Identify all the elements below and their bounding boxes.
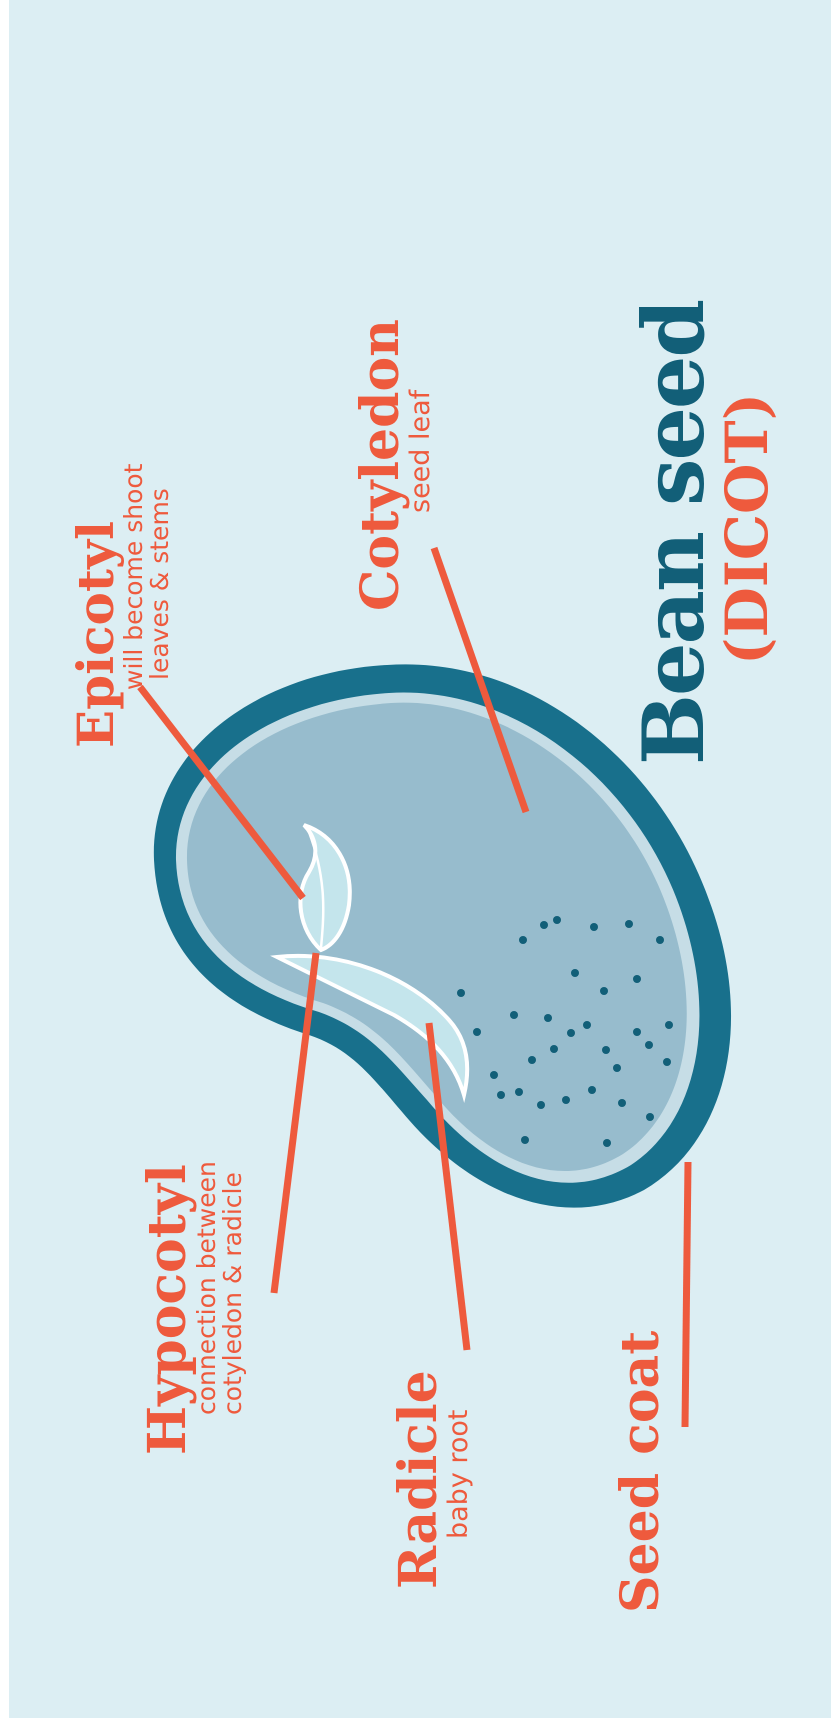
seed-coat-label: Seed coat <box>615 1303 681 1613</box>
radicle-name: Radicle <box>393 1370 445 1589</box>
cotyledon-description: seed leaf <box>407 390 435 611</box>
radicle-description: baby root <box>445 1409 473 1589</box>
epicotyl-desc-line-1: will become shoot <box>121 464 147 690</box>
epicotyl-name: Epicotyl <box>71 521 121 748</box>
hypocotyl-description: connection between cotyledon & radicle <box>194 1161 247 1455</box>
radicle-label: Radicle baby root <box>393 1339 489 1589</box>
cotyledon-label: Cotyledon seed leaf <box>355 271 451 611</box>
cotyledon-name: Cotyledon <box>355 319 407 611</box>
seed-coat-leader-line <box>685 1162 688 1427</box>
hypocotyl-desc-line-1: connection between <box>194 1161 220 1415</box>
seed-coat-name: Seed coat <box>615 1331 667 1613</box>
hypocotyl-name: Hypocotyl <box>142 1164 194 1455</box>
epicotyl-description: will become shoot leaves & stems <box>121 464 174 748</box>
epicotyl-label: Epicotyl will become shoot leaves & stem… <box>71 378 195 748</box>
diagram-subtitle: (DICOT) <box>718 393 776 765</box>
diagram-title-block: Bean seed (DICOT) <box>632 273 802 765</box>
diagram-title: Bean seed <box>632 301 716 765</box>
hypocotyl-desc-line-2: cotyledon & radicle <box>220 1161 246 1415</box>
epicotyl-desc-line-2: leaves & stems <box>147 464 173 690</box>
hypocotyl-label: Hypocotyl connection between cotyledon &… <box>142 1113 272 1455</box>
